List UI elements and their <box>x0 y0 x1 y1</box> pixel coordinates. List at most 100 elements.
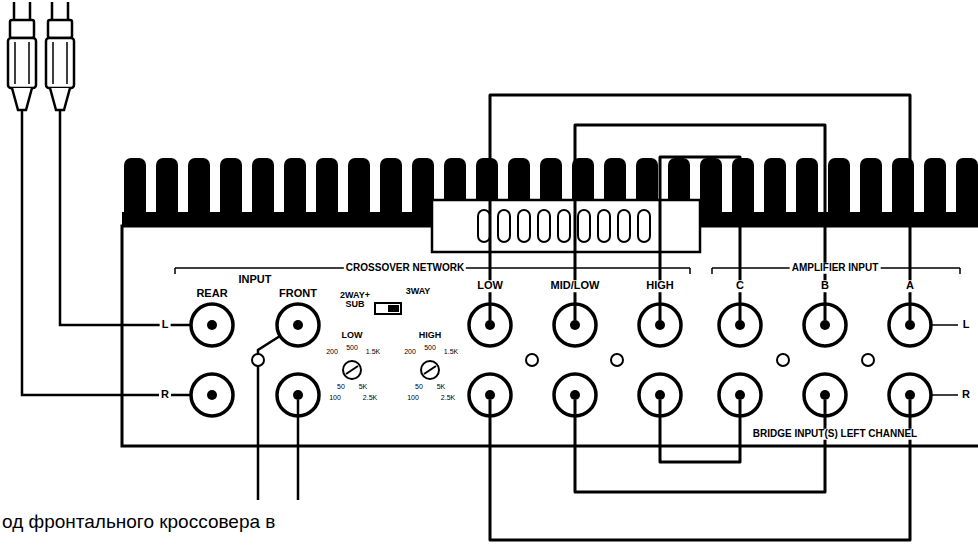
vent-slot <box>498 210 510 242</box>
scale-value: 100 <box>407 394 419 401</box>
rca-jack <box>191 304 233 346</box>
jack-pin <box>207 320 217 330</box>
jack-label: C <box>734 280 746 292</box>
jack-label: A <box>904 280 916 292</box>
jack-pin <box>485 390 495 400</box>
crossover-knobs <box>343 361 439 379</box>
switch-label: 2WAY+ SUB <box>337 291 373 310</box>
jack-label: FRONT <box>279 288 317 300</box>
knob <box>343 361 361 379</box>
rca-jack <box>191 374 233 416</box>
rca-plug <box>8 2 36 110</box>
vent-slot <box>558 210 570 242</box>
scale-value: 100 <box>329 394 341 401</box>
panel-hole <box>526 354 538 366</box>
jack-label: REAR <box>196 288 227 300</box>
panel-hole <box>777 354 789 366</box>
switch-body <box>375 303 401 314</box>
jack-pin <box>570 390 580 400</box>
section-heading: INPUT <box>239 274 272 286</box>
signal-cable <box>22 110 191 395</box>
scale-value: 500 <box>346 344 358 351</box>
patch-cord <box>660 400 740 462</box>
jack-pin <box>207 390 217 400</box>
patch-cord <box>575 125 825 320</box>
jack-pin <box>905 390 915 400</box>
vent-slot <box>518 210 530 242</box>
jack-pin <box>293 390 303 400</box>
scale-value: 1.5K <box>366 348 380 355</box>
jack-label: LOW <box>475 280 505 292</box>
channel-label: R <box>159 389 171 401</box>
plug-boot <box>12 88 32 110</box>
scale-value: 50 <box>415 383 423 390</box>
scale-value: 200 <box>326 348 338 355</box>
patch-cord <box>490 95 910 320</box>
rca-jacks <box>191 304 931 416</box>
knob <box>421 361 439 379</box>
jack-pin <box>655 390 665 400</box>
panel-hole <box>252 354 264 366</box>
rca-jack <box>277 304 319 346</box>
jack-label: MID/LOW <box>549 280 602 292</box>
channel-label: L <box>160 319 171 331</box>
crossover-switch <box>375 303 401 314</box>
switch-label: 3WAY <box>406 287 431 296</box>
plug-body <box>46 38 74 88</box>
patch-cord <box>660 157 740 320</box>
channel-label: R <box>962 389 970 401</box>
jack-pin <box>735 390 745 400</box>
signal-cable <box>297 400 300 500</box>
section-heading: AMPLIFIER INPUT <box>790 263 881 274</box>
section-heading: CROSSOVER NETWORK <box>344 263 466 274</box>
switch-lever <box>388 305 399 312</box>
scale-value: 500 <box>424 344 436 351</box>
plug-collar <box>10 20 34 38</box>
scale-value: 5K <box>437 383 446 390</box>
scale-value: 200 <box>404 348 416 355</box>
panel-holes <box>526 354 874 366</box>
scale-value: 1.5K <box>444 348 458 355</box>
jack-pin <box>820 390 830 400</box>
vent-slot <box>478 210 490 242</box>
leader-line <box>932 325 958 395</box>
scale-value: 2.5K <box>441 394 455 401</box>
jack-pin <box>655 320 665 330</box>
rca-plug <box>46 2 74 110</box>
vent-slot <box>538 210 550 242</box>
patch-cord <box>575 400 825 492</box>
vent-slot <box>578 210 590 242</box>
front-panel <box>122 226 978 446</box>
jack-label: B <box>819 280 831 292</box>
scale-value: 2.5K <box>363 394 377 401</box>
front-input-cables <box>252 336 298 500</box>
knob-slot <box>424 366 436 374</box>
vent-slot <box>638 210 650 242</box>
signal-cable <box>60 110 191 325</box>
panel-hole <box>862 354 874 366</box>
plug-collar <box>48 20 72 38</box>
jack-pins <box>207 320 915 400</box>
jack-label: HIGH <box>644 280 676 292</box>
plug-body <box>8 38 36 88</box>
channel-label: L <box>963 319 970 331</box>
plug-grip <box>53 42 67 84</box>
jack-pin <box>293 320 303 330</box>
scale-value: 50 <box>337 383 345 390</box>
jack-pin <box>820 320 830 330</box>
jack-pin <box>905 320 915 330</box>
panel-note: BRIDGE INPUT(S) LEFT CHANNEL <box>751 429 919 440</box>
plug-boot <box>50 88 70 110</box>
jack-pin <box>485 320 495 330</box>
knob-label: LOW <box>342 331 363 340</box>
patch-cord <box>490 400 910 540</box>
panel-hole <box>611 354 623 366</box>
caption-note: од фронтального кроссовера в <box>2 512 275 532</box>
jack-pin <box>570 320 580 330</box>
patch-cords <box>490 95 910 540</box>
scale-value: 5K <box>359 383 368 390</box>
vent-slot <box>598 210 610 242</box>
